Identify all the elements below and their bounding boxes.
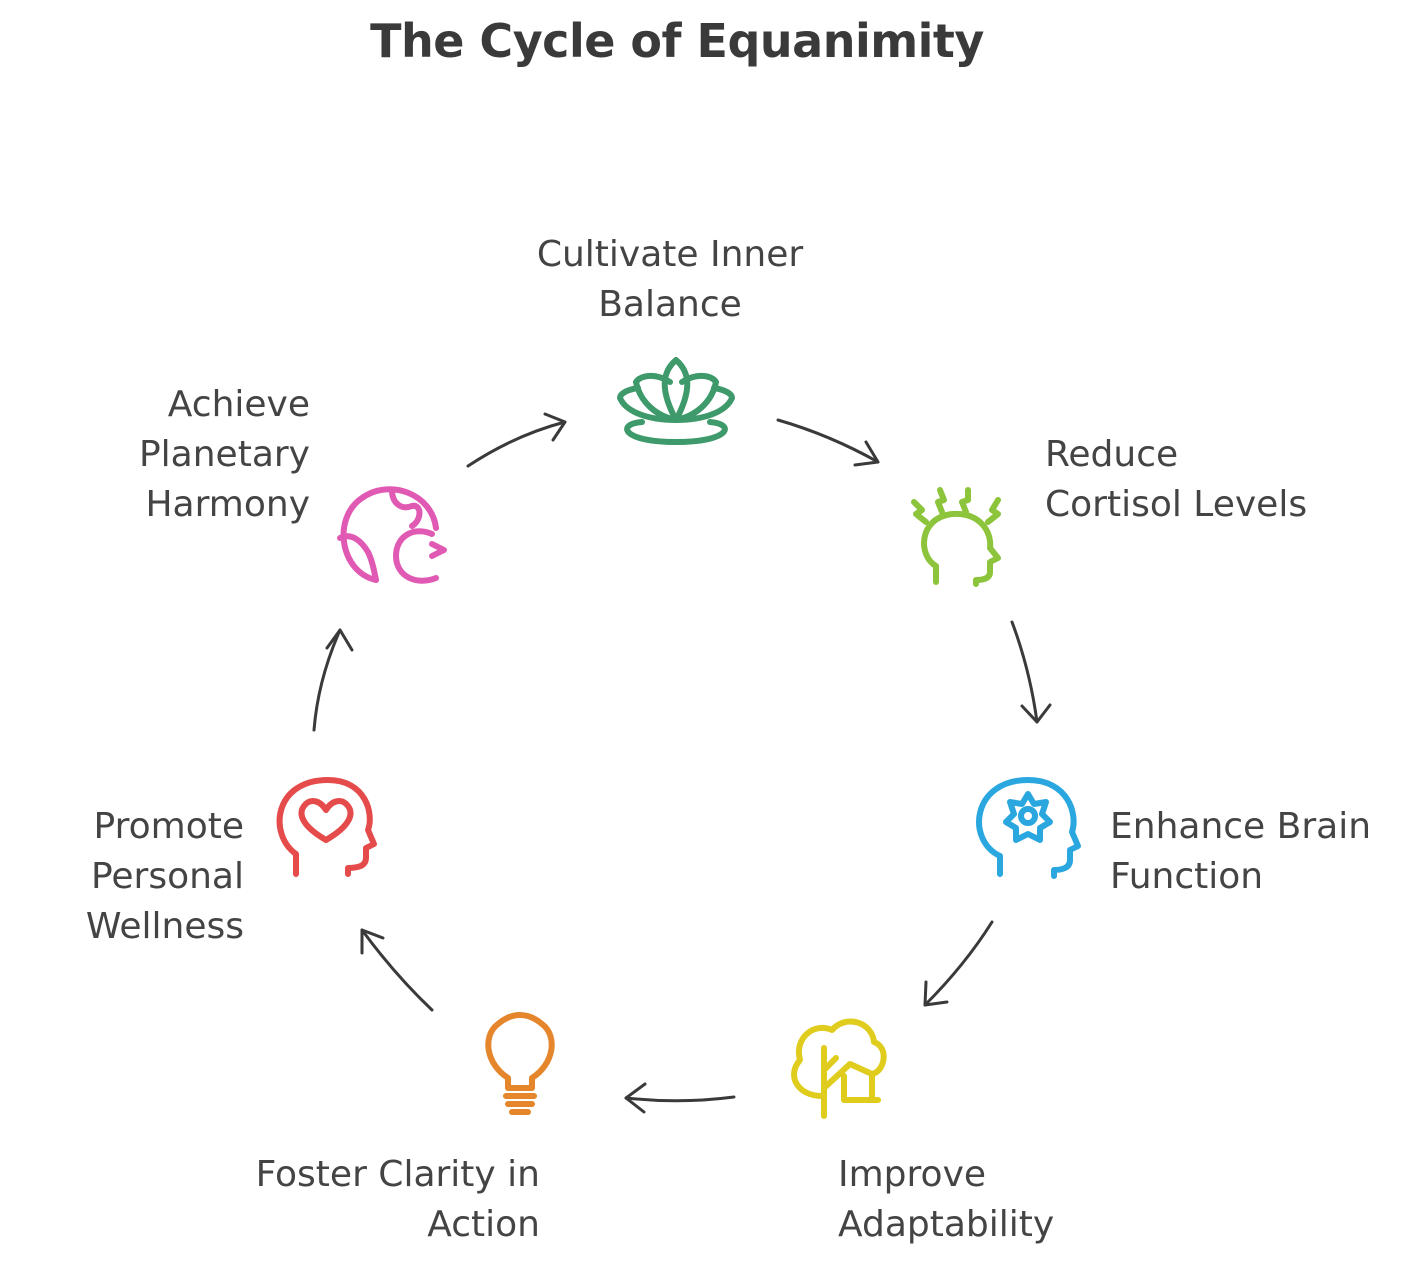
label-line: Promote bbox=[93, 806, 244, 847]
label-line: Adaptability bbox=[838, 1204, 1055, 1245]
step-label-achieve-planetary-harmony: Achieve Planetary Harmony bbox=[60, 380, 310, 530]
label-line: Personal bbox=[90, 856, 244, 897]
diagram-title: The Cycle of Equanimity bbox=[370, 14, 984, 68]
cycle-arrow-5 bbox=[360, 928, 434, 1012]
step-label-promote-personal-wellness: Promote Personal Wellness bbox=[40, 802, 244, 952]
lotus-icon bbox=[617, 357, 735, 445]
globe-cycle-icon bbox=[337, 486, 447, 584]
label-line: Action bbox=[427, 1204, 540, 1245]
label-line: Improve bbox=[838, 1154, 987, 1195]
label-line: Enhance Brain bbox=[1110, 806, 1372, 847]
step-label-cultivate-inner-balance: Cultivate Inner Balance bbox=[470, 230, 870, 330]
cycle-arrow-3 bbox=[923, 920, 994, 1007]
label-line: Reduce bbox=[1045, 434, 1179, 475]
brain-gear-head-icon bbox=[976, 777, 1081, 879]
label-line: Cultivate Inner bbox=[536, 234, 804, 275]
label-line: Foster Clarity in bbox=[255, 1154, 540, 1195]
label-line: Balance bbox=[598, 284, 742, 325]
cycle-arrow-1 bbox=[776, 418, 880, 467]
label-line: Cortisol Levels bbox=[1045, 484, 1308, 525]
step-label-reduce-cortisol-levels: Reduce Cortisol Levels bbox=[1045, 430, 1307, 530]
cycle-arrow-4 bbox=[624, 1082, 736, 1114]
step-label-enhance-brain-function: Enhance Brain Function bbox=[1110, 802, 1371, 902]
label-line: Harmony bbox=[145, 484, 310, 525]
label-line: Function bbox=[1110, 856, 1264, 897]
label-line: Achieve bbox=[167, 384, 310, 425]
cycle-arrow-6 bbox=[312, 628, 354, 732]
label-line: Planetary bbox=[138, 434, 310, 475]
cycle-arrow-2 bbox=[1010, 620, 1052, 724]
heart-head-icon bbox=[276, 777, 377, 877]
stressed-head-icon bbox=[911, 487, 1001, 587]
label-line: Wellness bbox=[85, 906, 244, 947]
step-label-foster-clarity-in-action: Foster Clarity in Action bbox=[140, 1150, 540, 1250]
lightbulb-icon bbox=[485, 1012, 555, 1115]
step-label-improve-adaptability: Improve Adaptability bbox=[838, 1150, 1054, 1250]
cycle-arrow-7 bbox=[466, 412, 567, 468]
tree-icon bbox=[791, 1018, 887, 1119]
